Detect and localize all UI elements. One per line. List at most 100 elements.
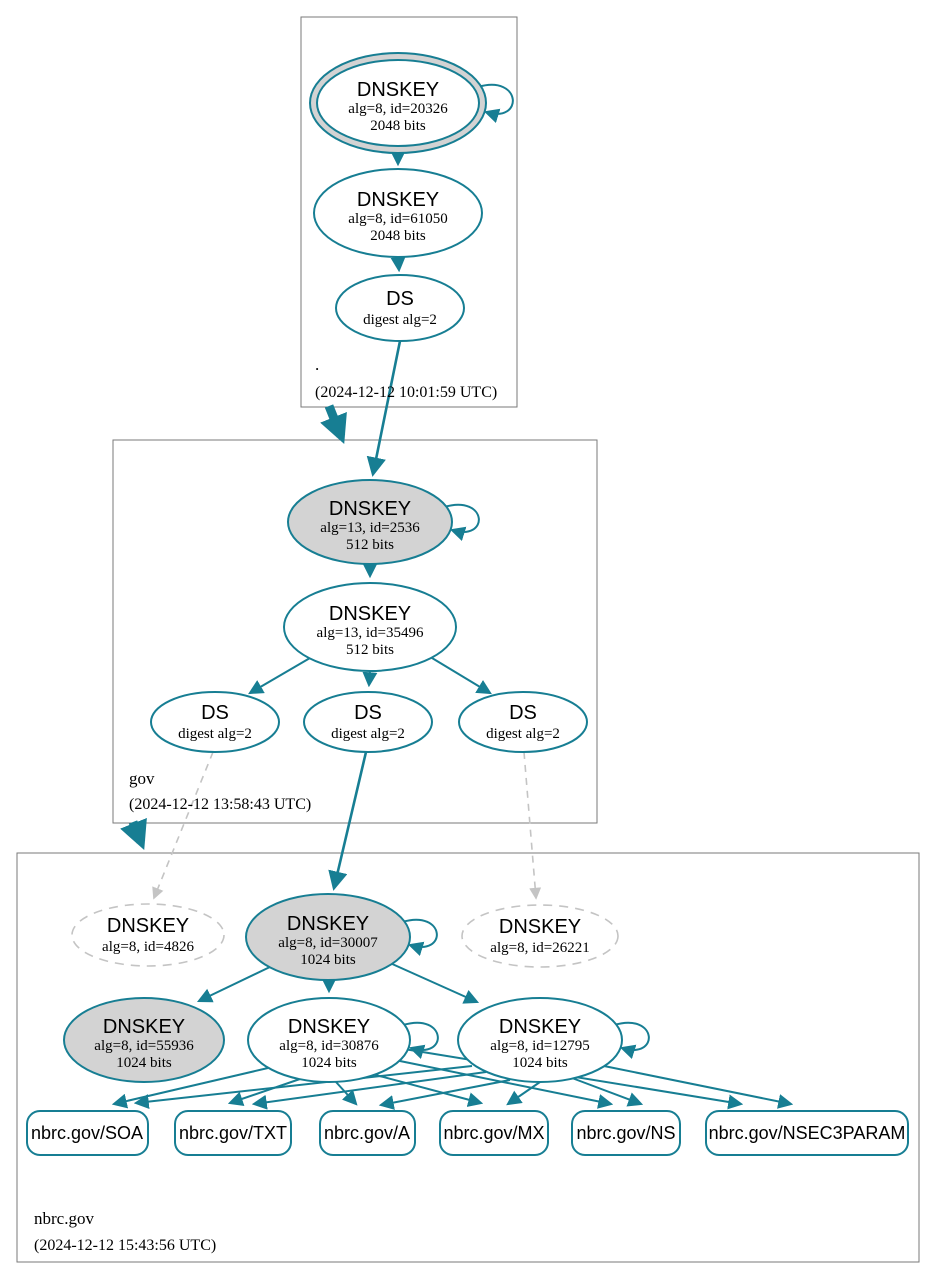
gov-ds2-title: DS — [354, 702, 382, 724]
node-gov-zsk-35496[interactable]: DNSKEY alg=13, id=35496 512 bits — [283, 582, 457, 672]
root-ds-title: DS — [386, 288, 414, 310]
nbrc-key-30876-title: DNSKEY — [288, 1016, 370, 1038]
node-gov-ds-3[interactable]: DS digest alg=2 — [458, 691, 588, 753]
edge-gov-ds2-to-nbrc-key-30007 — [328, 751, 368, 891]
rrset-ns-label: nbrc.gov/NS — [576, 1123, 675, 1143]
root-ds-ellipse[interactable] — [335, 274, 465, 342]
root-zsk-ellipse[interactable] — [313, 168, 483, 258]
zone-timestamp-gov: (2024-12-12 13:58:43 UTC) — [129, 796, 311, 813]
nbrc-key-30007-ellipse[interactable] — [245, 893, 411, 981]
nbrc-key-4826-detail: alg=8, id=4826 — [102, 939, 194, 955]
edge-30876-signs-mx — [371, 1073, 484, 1107]
node-nbrc-key-4826[interactable]: DNSKEY alg=8, id=4826 — [71, 903, 225, 967]
edge-root-zsk-signs-ds — [390, 256, 406, 273]
node-gov-ksk-2536[interactable]: DNSKEY alg=13, id=2536 512 bits — [287, 479, 453, 565]
node-rrset-nbrc-gov-mx[interactable]: nbrc.gov/MX — [439, 1110, 549, 1156]
edge-selfsign-12795 — [613, 1021, 650, 1059]
node-nbrc-key-12795[interactable]: DNSKEY alg=8, id=12795 1024 bits — [457, 997, 623, 1083]
rrset-txt-label: nbrc.gov/TXT — [179, 1123, 287, 1143]
node-root-ksk-20326[interactable]: DNSKEY alg=8, id=20326 2048 bits — [309, 52, 487, 154]
nbrc-key-12795-title: DNSKEY — [499, 1016, 581, 1038]
nbrc-key-55936-detail: alg=8, id=55936 — [94, 1038, 194, 1054]
rrset-soa-label: nbrc.gov/SOA — [31, 1123, 143, 1143]
root-ksk-detail: alg=8, id=20326 — [348, 101, 448, 117]
edge-30876-signs-a — [335, 1081, 358, 1106]
edge-gov-zsk-signs-ds1 — [248, 657, 311, 695]
node-gov-ds-1[interactable]: DS digest alg=2 — [150, 691, 280, 753]
nbrc-key-30876-ellipse[interactable] — [247, 997, 411, 1083]
zone-timestamp-nbrc-gov: (2024-12-12 15:43:56 UTC) — [34, 1237, 216, 1254]
rrset-mx-box[interactable] — [439, 1110, 549, 1156]
rrset-mx-label: nbrc.gov/MX — [443, 1123, 544, 1143]
gov-ksk-title: DNSKEY — [329, 498, 411, 520]
edge-selfsign-gov-ksk — [443, 503, 480, 541]
nbrc-key-12795-ellipse[interactable] — [457, 997, 623, 1083]
nbrc-key-30007-title: DNSKEY — [287, 913, 369, 935]
rrset-ns-box[interactable] — [571, 1110, 681, 1156]
nbrc-key-12795-detail: alg=8, id=12795 — [490, 1038, 589, 1054]
node-gov-ds-2[interactable]: DS digest alg=2 — [303, 691, 433, 753]
nbrc-key-26221-ellipse[interactable] — [461, 904, 619, 968]
root-ksk-bits: 2048 bits — [370, 118, 426, 134]
zone-box-root — [300, 16, 518, 408]
node-nbrc-key-55936[interactable]: DNSKEY alg=8, id=55936 1024 bits — [63, 997, 225, 1083]
gov-ds1-title: DS — [201, 702, 229, 724]
node-rrset-nbrc-gov-soa[interactable]: nbrc.gov/SOA — [26, 1110, 149, 1156]
node-root-zsk-61050[interactable]: DNSKEY alg=8, id=61050 2048 bits — [313, 168, 483, 258]
rrset-nsec3param-label: nbrc.gov/NSEC3PARAM — [709, 1123, 906, 1143]
nbrc-key-30876-detail: alg=8, id=30876 — [279, 1038, 379, 1054]
nbrc-key-55936-title: DNSKEY — [103, 1016, 185, 1038]
nbrc-key-4826-title: DNSKEY — [107, 915, 189, 937]
node-rrset-nbrc-gov-txt[interactable]: nbrc.gov/TXT — [174, 1110, 292, 1156]
node-rrset-nbrc-gov-ns[interactable]: nbrc.gov/NS — [571, 1110, 681, 1156]
root-zsk-bits: 2048 bits — [370, 228, 426, 244]
edge-gov-ds1-to-nbrc-key-4826-dashed — [152, 751, 214, 900]
root-zsk-detail: alg=8, id=61050 — [348, 211, 447, 227]
edge-selfsign-30876 — [402, 1021, 439, 1059]
edge-12795-signs-soa — [133, 1065, 473, 1110]
rrset-txt-box[interactable] — [174, 1110, 292, 1156]
edge-gov-zsk-signs-ds3 — [431, 657, 492, 695]
node-root-ds[interactable]: DS digest alg=2 — [335, 274, 465, 342]
rrset-soa-box[interactable] — [26, 1110, 149, 1156]
zone-box-nbrc-gov — [16, 852, 920, 1263]
edge-selfsign-30007 — [401, 918, 438, 956]
gov-ds3-ellipse[interactable] — [458, 691, 588, 753]
edge-12795-signs-nsec3param — [603, 1065, 794, 1109]
rrset-nsec3param-box[interactable] — [705, 1110, 909, 1156]
nbrc-key-4826-ellipse[interactable] — [71, 903, 225, 967]
nbrc-key-30007-detail: alg=8, id=30007 — [278, 935, 378, 951]
root-ksk-inner-ellipse — [316, 59, 480, 147]
gov-zsk-ellipse[interactable] — [283, 582, 457, 672]
rrset-a-label: nbrc.gov/A — [324, 1123, 410, 1143]
zone-label-nbrc-gov: nbrc.gov — [34, 1209, 94, 1228]
nbrc-key-26221-title: DNSKEY — [499, 916, 581, 938]
gov-zsk-title: DNSKEY — [329, 603, 411, 625]
gov-ds2-ellipse[interactable] — [303, 691, 433, 753]
node-nbrc-key-26221[interactable]: DNSKEY alg=8, id=26221 — [461, 904, 619, 968]
nbrc-key-26221-detail: alg=8, id=26221 — [490, 940, 589, 956]
node-rrset-nbrc-gov-a[interactable]: nbrc.gov/A — [319, 1110, 416, 1156]
gov-ds1-detail: digest alg=2 — [178, 726, 252, 742]
edge-12795-signs-mx — [506, 1081, 541, 1106]
node-nbrc-key-30876[interactable]: DNSKEY alg=8, id=30876 1024 bits — [247, 997, 411, 1083]
gov-ksk-ellipse[interactable] — [287, 479, 453, 565]
zone-timestamp-root: (2024-12-12 10:01:59 UTC) — [315, 384, 497, 401]
delegation-arrow-gov-to-nbrc-gov — [120, 817, 147, 851]
gov-ksk-detail: alg=13, id=2536 — [320, 520, 420, 536]
nbrc-key-55936-bits: 1024 bits — [116, 1055, 172, 1071]
rrset-a-box[interactable] — [319, 1110, 416, 1156]
gov-zsk-bits: 512 bits — [346, 642, 394, 658]
zone-label-root: . — [315, 355, 319, 374]
gov-ds3-detail: digest alg=2 — [486, 726, 560, 742]
edge-12795-signs-a — [378, 1079, 511, 1110]
edge-gov-zsk-signs-ds2 — [362, 670, 378, 688]
node-rrset-nbrc-gov-nsec3param[interactable]: nbrc.gov/NSEC3PARAM — [705, 1110, 909, 1156]
edge-12795-signs-ns — [571, 1077, 644, 1107]
edge-30876-signs-txt — [227, 1078, 301, 1106]
nbrc-key-55936-ellipse[interactable] — [63, 997, 225, 1083]
edge-30007-signs-55936 — [196, 965, 273, 1003]
node-nbrc-key-30007[interactable]: DNSKEY alg=8, id=30007 1024 bits — [245, 893, 411, 981]
gov-ds1-ellipse[interactable] — [150, 691, 280, 753]
